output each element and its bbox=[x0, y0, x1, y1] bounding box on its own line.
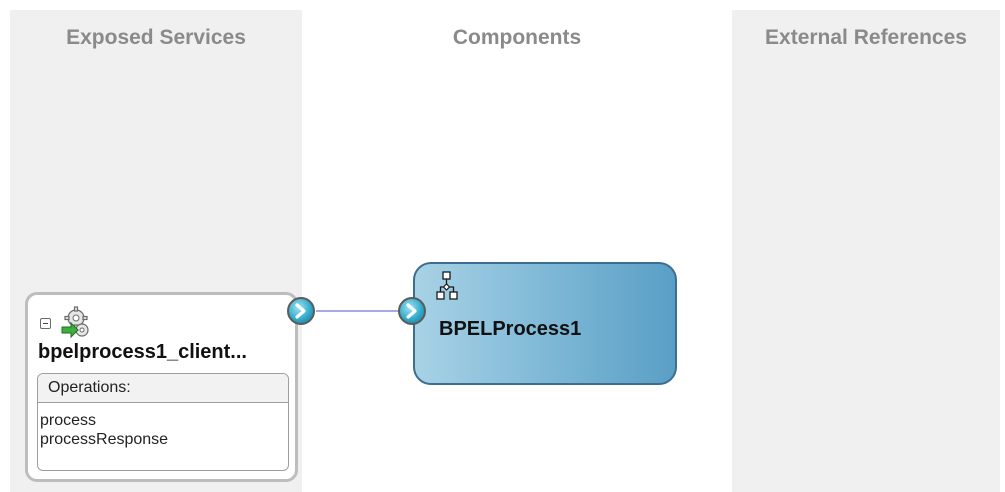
lane-title-external-references: External References bbox=[765, 26, 967, 49]
service-reference-chevron-icon[interactable] bbox=[287, 297, 315, 325]
service-card[interactable]: bpelprocess1_client... Operations: proce… bbox=[25, 292, 298, 482]
lane-external-references: External References bbox=[732, 10, 1000, 492]
operations-header: Operations: bbox=[38, 374, 288, 403]
lane-title-exposed-services: Exposed Services bbox=[66, 26, 246, 49]
operations-box: Operations: process processResponse bbox=[37, 373, 289, 471]
service-wire[interactable] bbox=[316, 310, 402, 312]
bpel-component[interactable]: BPELProcess1 bbox=[413, 262, 677, 385]
bpel-process-icon bbox=[436, 271, 458, 300]
operation-item-process-response[interactable]: processResponse bbox=[40, 431, 169, 448]
lane-title-components: Components bbox=[452, 26, 582, 49]
gear-service-icon bbox=[61, 306, 89, 339]
collapse-toggle-icon[interactable] bbox=[40, 318, 51, 329]
component-service-chevron-icon[interactable] bbox=[398, 297, 426, 325]
component-name: BPELProcess1 bbox=[439, 318, 582, 340]
lane-components: Components bbox=[302, 10, 732, 492]
service-name: bpelprocess1_client... bbox=[38, 341, 247, 363]
operation-item-process[interactable]: process bbox=[40, 412, 97, 429]
